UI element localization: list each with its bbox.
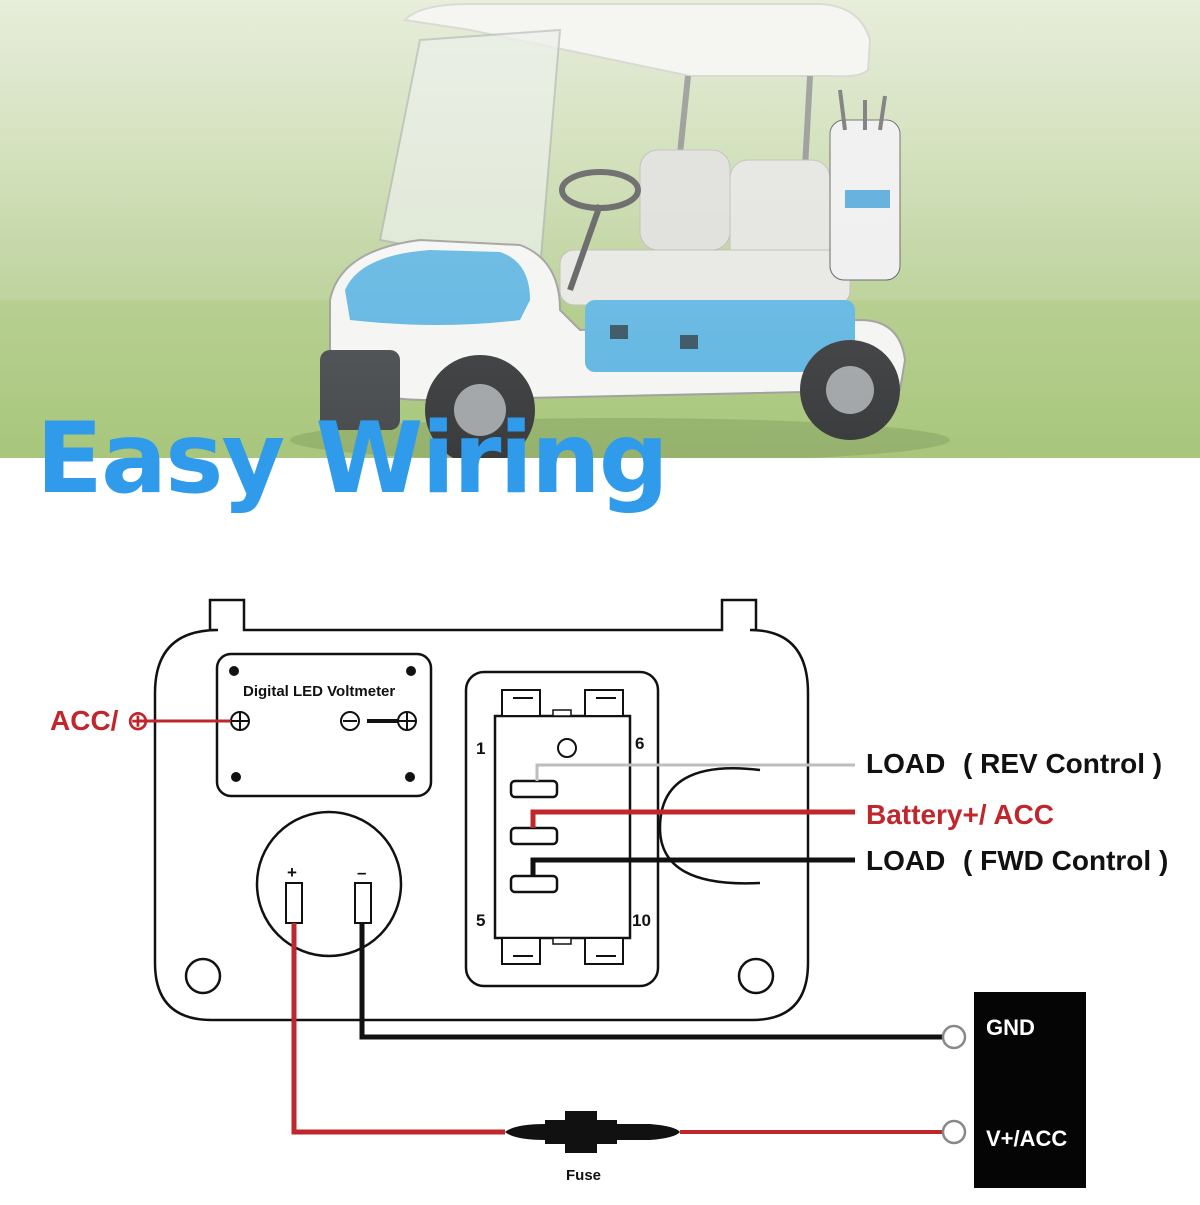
golf-cart-photo (0, 0, 1200, 458)
wiring-diagram: Digital LED Voltmeter ACC/ ⊕ (0, 458, 1200, 1200)
wire-fwd-load (530, 857, 855, 876)
wire-battery-acc (530, 809, 855, 828)
rocker-switch-module: 1 6 5 10 (464, 670, 660, 988)
pin-10-label: 10 (632, 911, 651, 930)
vplus-acc-label: V+/ACC (986, 1126, 1067, 1151)
pin-6-label: 6 (635, 734, 644, 753)
power-source-box (974, 992, 1086, 1188)
mounting-hole-right (737, 957, 775, 995)
socket-plus-label: + (287, 863, 297, 882)
mounting-hole-left (184, 957, 222, 995)
power-socket: + – (255, 810, 403, 958)
wire-positive (291, 923, 505, 1135)
panel-cutout (658, 766, 761, 885)
load-rev-label: LOAD (866, 748, 945, 779)
load-fwd-note: ( FWD Control ) (963, 845, 1168, 876)
headline: Easy Wiring (36, 402, 669, 516)
fuse-icon (505, 1111, 680, 1153)
battery-acc-label: Battery+/ ACC (866, 799, 1054, 830)
gnd-label: GND (986, 1015, 1035, 1040)
load-rev-note: ( REV Control ) (963, 748, 1162, 779)
load-fwd-label: LOAD (866, 845, 945, 876)
voltmeter-module: Digital LED Voltmeter (215, 652, 433, 798)
negative-terminal-icon (340, 711, 360, 731)
wire-rev-load (535, 763, 855, 781)
wire-ground (359, 923, 944, 1040)
voltmeter-label: Digital LED Voltmeter (243, 683, 395, 700)
socket-minus-label: – (357, 863, 366, 882)
pin-1-label: 1 (476, 739, 485, 758)
fuse-label: Fuse (566, 1167, 601, 1184)
voltmeter-input-label: ACC/ ⊕ (50, 705, 150, 736)
pin-5-label: 5 (476, 911, 485, 930)
